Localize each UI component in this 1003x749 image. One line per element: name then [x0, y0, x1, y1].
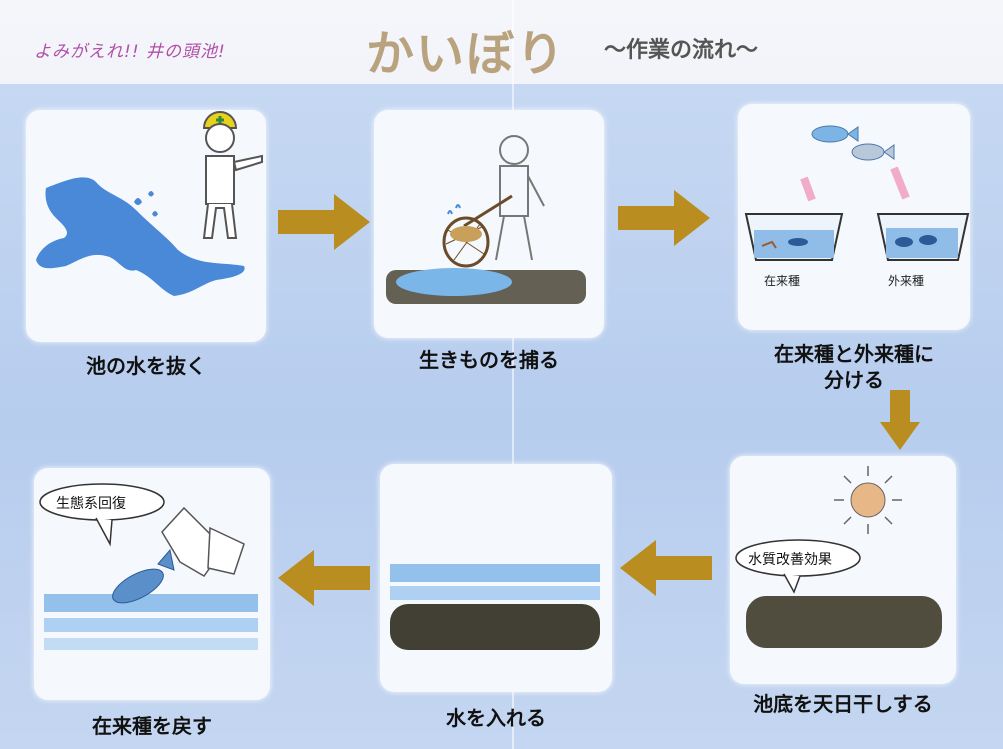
- mud-layer: [746, 596, 942, 648]
- net-icon: [442, 216, 490, 268]
- step-card-catch: [374, 110, 604, 338]
- hands-icon: [161, 506, 245, 577]
- fish-icon: [811, 125, 859, 143]
- arrow-down-icon: [880, 390, 920, 450]
- speech-bubble: [735, 539, 861, 594]
- step-label-dry: 池底を天日干しする: [753, 692, 933, 716]
- fish-icon: [450, 226, 482, 242]
- person-figure: [495, 135, 545, 261]
- step-card-drain: [26, 110, 266, 342]
- bubble-ecosystem: 生態系回復: [56, 496, 126, 512]
- return-illustration: [39, 483, 258, 650]
- step-label-return: 在来種を戻す: [92, 714, 212, 738]
- puddle: [396, 268, 512, 296]
- step-label-refill: 水を入れる: [446, 706, 546, 730]
- sun-icon: [834, 466, 902, 534]
- separate-illustration: [744, 125, 970, 261]
- arrow-left-icon: [278, 550, 370, 606]
- hand-subtitle: よみがえれ!! 井の頭池!: [34, 42, 226, 62]
- worker-figure: [202, 111, 263, 239]
- bucket-native: [744, 213, 844, 261]
- step-label-drain: 池の水を抜く: [86, 354, 206, 378]
- page-title-sub: 〜作業の流れ〜: [604, 38, 759, 63]
- arrow-left-icon: [620, 540, 712, 596]
- catch-illustration: [386, 135, 586, 304]
- pond-shape: [36, 177, 245, 296]
- step-card-dry: 水質改善効果: [730, 456, 956, 684]
- fish-icon: [112, 548, 175, 604]
- step-label-catch: 生きものを捕る: [419, 348, 559, 372]
- arrow-right-icon: [618, 190, 710, 246]
- fold-line: [512, 0, 514, 749]
- fish-icon: [851, 143, 895, 161]
- bubble-water-quality: 水質改善効果: [748, 552, 832, 568]
- step-label-separate-line1: 在来種と外来種に: [774, 342, 934, 366]
- bucket-native-label: 在来種: [764, 274, 801, 288]
- step-card-separate: 在来種 外来種: [738, 104, 970, 330]
- drain-illustration: [36, 111, 263, 296]
- step-card-refill: [380, 464, 612, 692]
- dry-illustration: [735, 466, 942, 648]
- refill-illustration: [390, 564, 600, 650]
- bucket-foreign: [876, 213, 970, 261]
- water-layer: [390, 564, 600, 582]
- bucket-foreign-label: 外来種: [888, 274, 925, 288]
- speech-bubble: [39, 483, 165, 547]
- step-card-return: 生態系回復: [34, 468, 270, 700]
- mud-layer: [390, 604, 600, 650]
- step-label-separate-line2: 分ける: [824, 368, 884, 392]
- water-layer: [44, 594, 258, 612]
- arrow-right-icon: [278, 194, 370, 250]
- page-title: かいぼり: [366, 26, 567, 82]
- net-handle: [463, 194, 513, 228]
